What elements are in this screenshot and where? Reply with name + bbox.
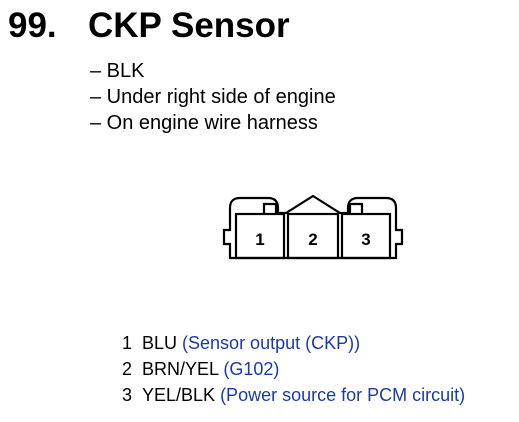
connector-diagram: 1 2 3 bbox=[222, 194, 404, 260]
terminal-cell-1 bbox=[234, 212, 286, 260]
terminal-label-2: 2 bbox=[308, 230, 317, 249]
pin-row: 3 YEL/BLK (Power source for PCM circuit) bbox=[122, 382, 465, 408]
terminal-label-1: 1 bbox=[255, 230, 264, 249]
pin-number: 3 bbox=[122, 385, 133, 405]
pin-row: 1 BLU (Sensor output (CKP)) bbox=[122, 330, 465, 356]
pin-description: (Power source for PCM circuit) bbox=[220, 385, 466, 405]
page-title: CKP Sensor bbox=[88, 6, 290, 45]
connector-outline bbox=[222, 194, 404, 260]
pin-wire-color: BRN/YEL bbox=[142, 359, 219, 379]
note-harness: – On engine wire harness bbox=[90, 112, 318, 134]
page-heading: 99. CKP Sensor bbox=[8, 6, 290, 46]
right-latch bbox=[348, 202, 364, 214]
section-number: 99. bbox=[8, 6, 57, 45]
pin-row: 2 BRN/YEL (G102) bbox=[122, 356, 465, 382]
terminal-label-3: 3 bbox=[361, 230, 370, 249]
pin-list: 1 BLU (Sensor output (CKP)) 2 BRN/YEL (G10… bbox=[122, 330, 465, 408]
pin-wire-color: YEL/BLK bbox=[142, 385, 216, 405]
pin-description: (Sensor output (CKP)) bbox=[182, 333, 361, 353]
terminal-cell-2 bbox=[286, 212, 340, 260]
left-latch bbox=[262, 202, 278, 214]
sensor-notes: – BLK – Under right side of engine – On … bbox=[90, 58, 336, 136]
pin-description: (G102) bbox=[223, 359, 280, 379]
pin-wire-color: BLU bbox=[142, 333, 178, 353]
pin-number: 2 bbox=[122, 359, 133, 379]
pin-number: 1 bbox=[122, 333, 133, 353]
terminal-cell-3 bbox=[340, 212, 392, 260]
note-location: – Under right side of engine bbox=[90, 86, 336, 108]
note-connector-color: – BLK bbox=[90, 60, 145, 82]
